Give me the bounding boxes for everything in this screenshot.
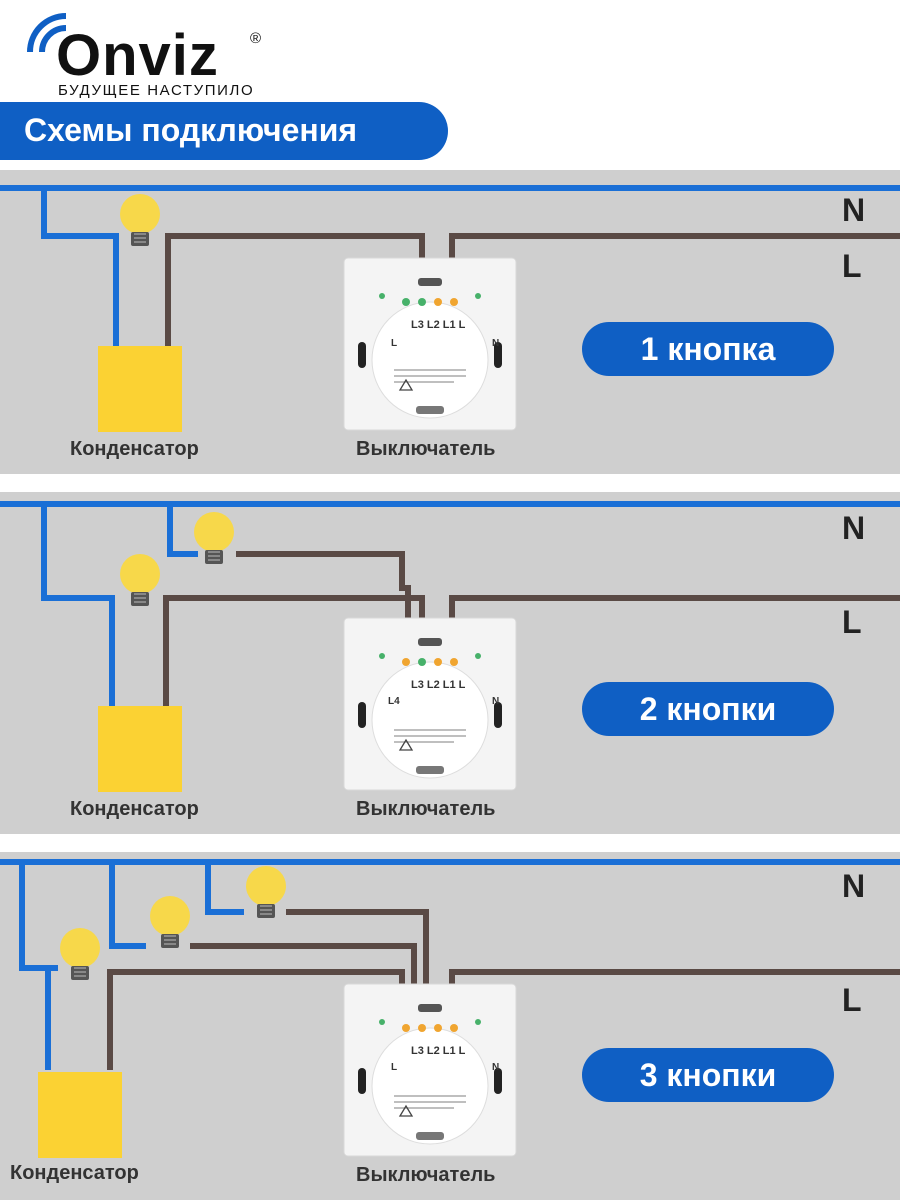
gang-count-pill: 3 кнопки <box>582 1048 834 1102</box>
diagram-panel-1: L3 L2 L1 L L N N L 1 кнопка Конденсатор … <box>0 170 900 474</box>
title-banner: Схемы подключения <box>0 102 448 160</box>
switch-device <box>343 617 517 791</box>
terminal-labels: L3 L2 L1 L <box>411 319 466 331</box>
header: Onviz ® БУДУЩЕЕ НАСТУПИЛО Схемы подключе… <box>0 0 900 168</box>
neutral-label: N <box>842 868 866 904</box>
neutral-branch-wire-1 <box>19 862 58 971</box>
switch-device <box>343 983 517 1157</box>
neutral-label: N <box>842 192 866 228</box>
light-bulb-icon <box>60 928 100 980</box>
side-label-left: L <box>391 1062 397 1073</box>
onviz-logo: Onviz ® БУДУЩЕЕ НАСТУПИЛО <box>22 8 272 99</box>
wifi-arc-icon <box>27 13 67 53</box>
light-bulb-icon <box>246 866 286 918</box>
capacitor-label: Конденсатор <box>70 798 199 820</box>
live-wire <box>449 595 900 664</box>
wiring-svg-3: L3 L2 L1 L L N <box>0 859 900 1158</box>
gang-count-pill: 1 кнопка <box>582 322 834 376</box>
capacitor <box>38 1072 122 1158</box>
switch-label: Выключатель <box>356 1164 496 1186</box>
live-label: L <box>842 982 862 1018</box>
terminal-labels: L3 L2 L1 L <box>411 679 466 691</box>
neutral-branch-wire-2 <box>109 862 146 949</box>
light-bulb-icon <box>120 194 160 246</box>
side-label-right: N <box>492 1062 499 1073</box>
wiring-svg-1: L3 L2 L1 L L N <box>0 185 900 432</box>
capacitor <box>98 346 182 432</box>
capacitor-label: Конденсатор <box>70 438 199 460</box>
load-wire-2 <box>236 551 411 664</box>
switch-label: Выключатель <box>356 798 496 820</box>
switch-label: Выключатель <box>356 438 496 460</box>
live-label: L <box>842 604 862 640</box>
neutral-branch-wire-3 <box>205 862 244 915</box>
registered-mark: ® <box>250 30 262 47</box>
switch-device <box>343 257 517 431</box>
live-wire <box>449 969 900 1030</box>
terminal-labels: L3 L2 L1 L <box>411 1045 466 1057</box>
wiring-svg-2: L3 L2 L1 L L4 N <box>0 501 900 792</box>
light-bulb-icon <box>120 554 160 606</box>
live-wire <box>449 233 900 288</box>
neutral-branch-wire-2 <box>167 504 198 557</box>
page-title: Схемы подключения <box>24 112 358 148</box>
live-label: L <box>842 248 862 284</box>
tagline: БУДУЩЕЕ НАСТУПИЛО <box>58 82 255 99</box>
capacitor <box>98 706 182 792</box>
light-bulb-icon <box>194 512 234 564</box>
neutral-branch-wire <box>41 188 119 348</box>
logo-text: Onviz <box>56 23 219 88</box>
side-label-right: N <box>492 696 499 707</box>
diagram-panel-2: L3 L2 L1 L L4 N N L 2 кнопки Конденсатор… <box>0 492 900 834</box>
light-bulb-icon <box>150 896 190 948</box>
side-label-left: L4 <box>388 696 400 707</box>
capacitor-label: Конденсатор <box>10 1162 139 1184</box>
gang-count-pill: 2 кнопки <box>582 682 834 736</box>
side-label-left: L <box>391 338 397 349</box>
diagram-panel-3: L3 L2 L1 L L N N L 3 кнопки Конденсатор … <box>0 852 900 1200</box>
neutral-label: N <box>842 510 866 546</box>
side-label-right: N <box>492 338 499 349</box>
neutral-branch-wire <box>41 504 115 706</box>
